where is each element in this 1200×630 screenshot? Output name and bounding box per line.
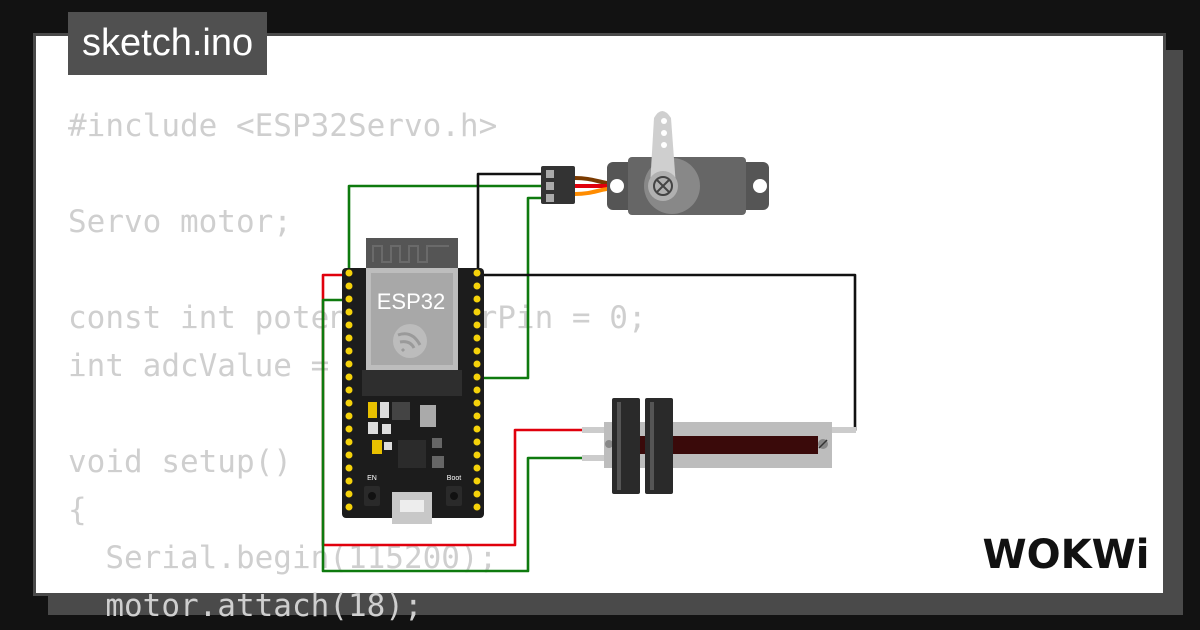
wokwi-logo: WOKWi — [983, 532, 1150, 578]
preview-card: #include <ESP32Servo.h>Servo motor;const… — [33, 33, 1166, 624]
wire-3v3-red[interactable] — [321, 273, 582, 547]
wires — [321, 172, 857, 573]
file-tab[interactable]: sketch.ino — [68, 12, 268, 75]
en-label: EN — [367, 475, 377, 482]
code-line: { — [68, 492, 87, 528]
servo-motor[interactable] — [541, 111, 769, 215]
svg-text:WOKWi: WOKWi — [983, 532, 1150, 578]
code-line: void setup() — [68, 444, 292, 480]
code-line: #include <ESP32Servo.h> — [68, 108, 498, 144]
wire-gnd-black[interactable] — [476, 172, 543, 272]
code-line: motor.attach(18); — [68, 588, 423, 624]
code-editor: #include <ESP32Servo.h>Servo motor;const… — [68, 102, 647, 630]
right-pin-header — [473, 269, 481, 511]
boot-label: Boot — [447, 475, 461, 482]
slide-potentiometer[interactable] — [582, 398, 856, 494]
wire-vp-green[interactable] — [321, 298, 582, 573]
left-pin-header — [345, 269, 353, 511]
espressif-logo-icon — [393, 324, 427, 358]
wire-signal-green[interactable] — [478, 196, 543, 380]
slider-knob[interactable] — [612, 398, 640, 494]
esp32-chip-label: ESP32 — [377, 289, 446, 314]
code-line: Servo motor; — [68, 204, 292, 240]
esp32-board[interactable]: ESP32 EN Boot — [342, 238, 484, 524]
